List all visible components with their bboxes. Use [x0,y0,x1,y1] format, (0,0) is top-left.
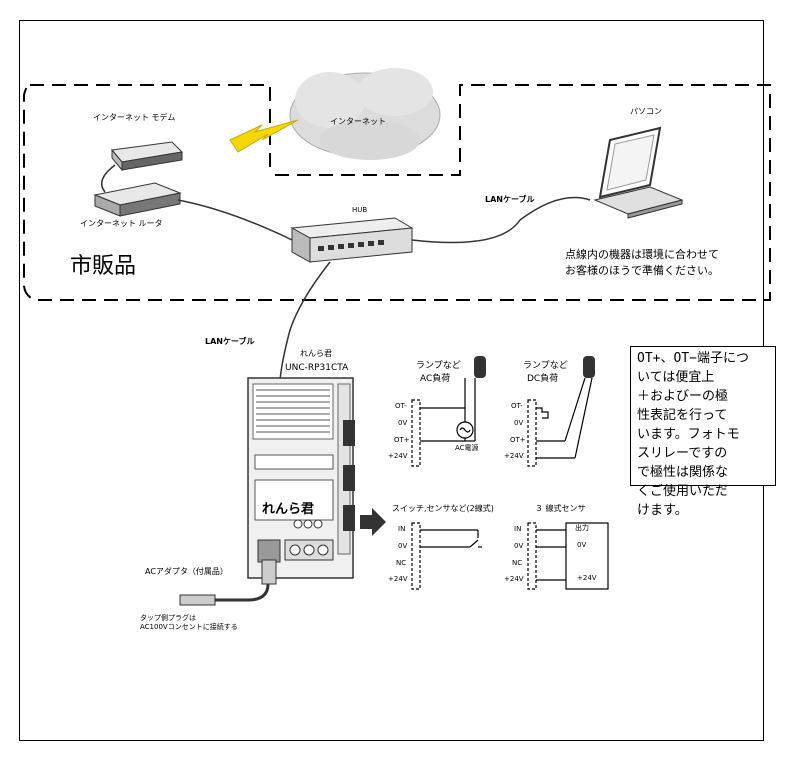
terminal-block-sensor [527,522,537,590]
arrow-icon [360,508,386,536]
label-internet: インターネット [330,117,386,126]
terminal-label: 0V [514,542,524,550]
label-ac-lamp-title: ランプなど [416,361,461,371]
label-dc-lamp-sub: DC負荷 [527,374,559,384]
label-pc: パソコン [630,107,662,116]
terminal-label: OT- [511,402,523,410]
terminal-block-switch [411,522,421,590]
label-dc-lamp-title: ランプなど [523,361,568,371]
terminal-block-dc [527,399,537,467]
label-ac-adapter: ACアダプタ（付属品） [145,567,228,576]
laptop-icon [593,126,684,219]
terminal-label: +24V [504,452,524,460]
label-ac-source: AC電源 [455,444,479,452]
dashed-boundary [23,84,771,301]
label-switch-sensor: スイッチ,センサなど(2線式) [392,504,494,513]
note-line: で極性は関係な [637,465,729,480]
terminal-block-ac [411,399,421,467]
terminal-label: NC [396,559,407,567]
label-sensor-0v: 0V [577,541,587,549]
label-lan-cable-left: LANケーブル [205,337,255,346]
note-line: OT+、OT−端子につ [637,351,749,366]
note-line: います。フォトモ [637,427,740,442]
label-plug-note-2: AC100Vコンセントに接続する [140,623,238,631]
terminal-label: OT- [395,402,407,410]
lightning-icon [229,119,299,153]
dc-lamp-icon [583,356,595,378]
modem-icon [111,141,184,172]
terminal-label: OT+ [510,436,526,444]
terminal-label: +24V [504,575,524,583]
label-device-model: UNC-RP31CTA [285,363,349,373]
label-sensor-output: 出力 [575,524,589,532]
terminal-label: 0V [514,419,524,427]
note-line: ＋およびーの極 [637,389,729,404]
label-env-note-1: 点線内の機器は環境に合わせて [565,248,719,261]
label-commercial: 市販品 [70,254,137,279]
label-sensor-24v: +24V [577,574,597,582]
label-internet-modem: インターネット モデム [93,113,176,122]
ac-lamp-icon [474,356,486,378]
terminal-label: +24V [388,452,408,460]
controller-unit [247,377,355,579]
label-ac-lamp-sub: AC負荷 [420,374,451,384]
label-hub: HUB [352,206,368,214]
note-line: くご使用いただ [637,484,729,499]
terminal-label: NC [512,559,523,567]
label-device-name: れんら君 [300,349,332,358]
terminal-label: +24V [388,575,408,583]
ac-adapter-icon [179,559,277,606]
hub-icon [290,217,414,263]
polarity-note: OT+、OT−端子につ いては便宜上 ＋およびーの極 性表記を行って います。フ… [630,346,776,518]
note-line: 性表記を行って [637,408,728,423]
terminal-label: IN [514,525,522,533]
label-three-wire-sensor: ３ 線式センサ [535,504,586,513]
router-icon [93,182,182,217]
label-lan-cable-top: LANケーブル [485,195,535,204]
terminal-label: IN [398,525,406,533]
note-line: けます。 [637,503,688,518]
terminal-label: 0V [398,419,408,427]
note-line: いては便宜上 [637,370,715,385]
internet-cloud-icon [289,68,441,160]
note-line: スリレーですの [637,446,728,461]
terminal-label: OT+ [394,436,410,444]
label-device-front: れんら君 [262,502,315,517]
label-internet-router: インターネット ルータ [80,219,163,228]
label-plug-note-1: タップ側プラグは [140,614,196,622]
terminal-label: 0V [398,542,408,550]
label-env-note-2: お客様のほうで準備ください。 [565,264,719,277]
